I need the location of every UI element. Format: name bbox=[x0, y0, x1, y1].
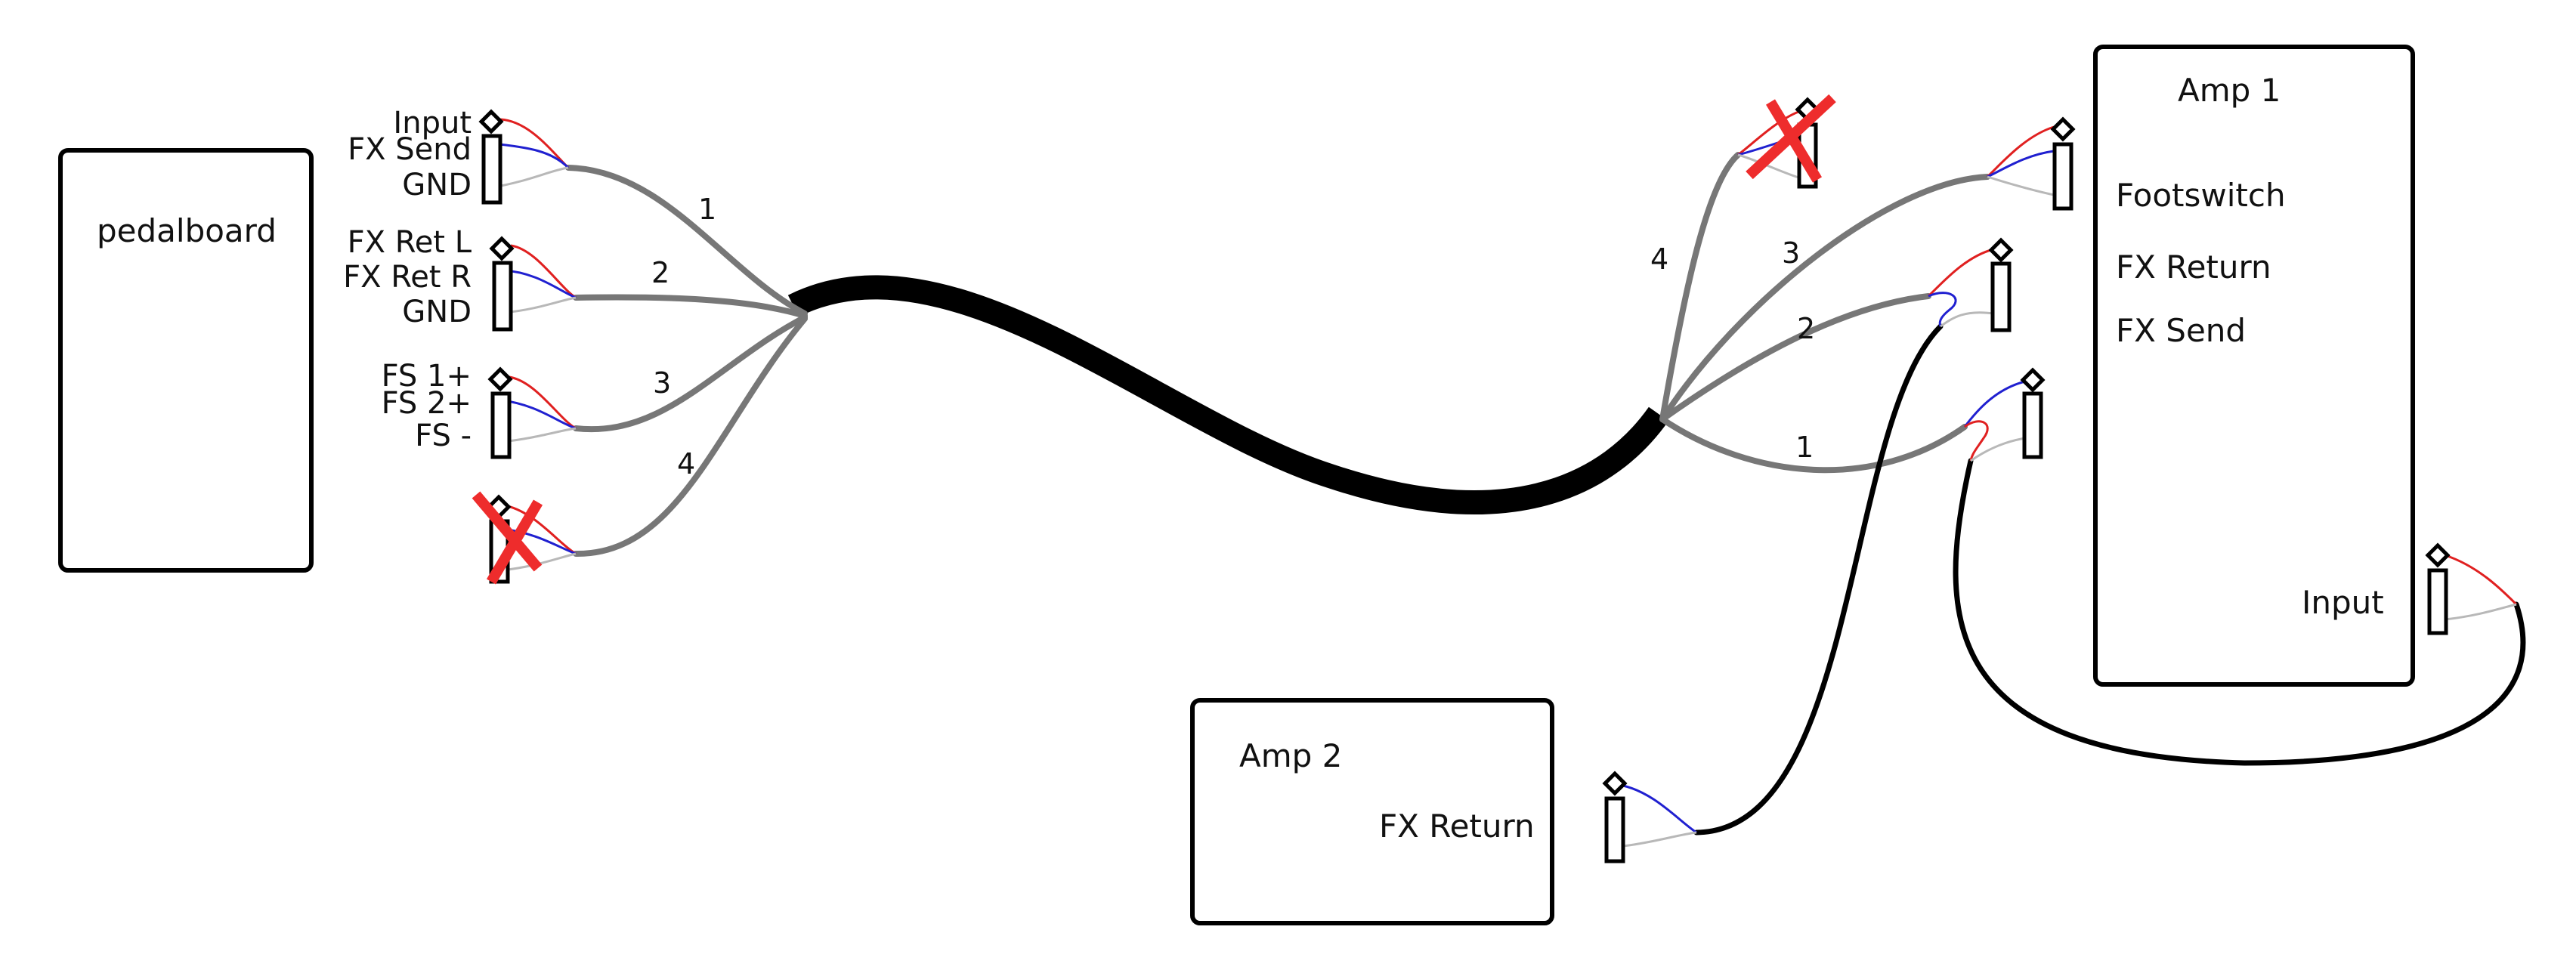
pedalboard-label: pedalboard bbox=[97, 212, 277, 249]
patch-cable-amp1-input bbox=[1953, 458, 2526, 766]
trunk-cable bbox=[787, 275, 1669, 514]
right-cable-number-2: 2 bbox=[1797, 312, 1815, 345]
left-jack-2 bbox=[489, 236, 577, 332]
left-branch-1 bbox=[565, 165, 808, 317]
pedalboard-box bbox=[58, 148, 314, 573]
right-branch-2 bbox=[1659, 293, 1931, 422]
red-x-icon bbox=[1746, 94, 1836, 183]
right-branch-4 bbox=[1659, 152, 1741, 422]
left-branch-cables bbox=[565, 165, 808, 558]
jack1-tip-label: Input bbox=[393, 106, 472, 141]
amp1-fx-return-label: FX Return bbox=[2116, 249, 2271, 286]
red-x-icon bbox=[472, 491, 543, 585]
left-jack-1 bbox=[478, 109, 570, 205]
right-cable-number-4: 4 bbox=[1650, 242, 1668, 276]
right-branch-1 bbox=[1659, 416, 1968, 474]
jack2-ring-label: FX Ret R bbox=[343, 260, 472, 295]
left-cable-number-2: 2 bbox=[651, 256, 670, 289]
amp2-box bbox=[1190, 698, 1554, 925]
right-jack-fx-send bbox=[1963, 367, 2046, 462]
jack3-ring-label: FS 2+ bbox=[382, 386, 472, 421]
left-jack-3 bbox=[487, 366, 577, 459]
left-branch-4 bbox=[573, 316, 808, 558]
jack2-sleeve-label: GND bbox=[402, 295, 472, 329]
left-cable-number-3: 3 bbox=[653, 366, 671, 400]
amp1-fx-send-label: FX Send bbox=[2116, 312, 2246, 349]
right-branch-3 bbox=[1659, 174, 1990, 422]
jack1-ring-label: FX Send bbox=[348, 132, 472, 167]
right-cable-number-3: 3 bbox=[1782, 236, 1800, 270]
left-branch-3 bbox=[573, 314, 808, 433]
jack2-tip-label: FX Ret L bbox=[348, 225, 472, 260]
jack3-tip-label: FS 1+ bbox=[382, 359, 472, 394]
right-cable-number-1: 1 bbox=[1795, 431, 1814, 464]
jack1-sleeve-label: GND bbox=[402, 168, 472, 202]
left-branch-2 bbox=[573, 294, 808, 319]
patch-cable-amp2-return bbox=[1693, 323, 1944, 836]
amp2-fx-return-jack bbox=[1602, 771, 1697, 863]
amp1-footswitch-label: Footswitch bbox=[2116, 177, 2286, 214]
right-jack-fx-return bbox=[1927, 237, 2014, 332]
amp1-box bbox=[2093, 45, 2415, 687]
left-cable-number-1: 1 bbox=[698, 193, 716, 226]
right-branch-cables bbox=[1659, 152, 1990, 474]
amp2-fx-return-label: FX Return bbox=[1379, 808, 1535, 845]
jack3-sleeve-label: FS - bbox=[415, 419, 472, 453]
amp1-input-jack bbox=[2425, 542, 2518, 635]
amp1-label: Amp 1 bbox=[2178, 72, 2281, 109]
amp2-label: Amp 2 bbox=[1239, 737, 1342, 774]
right-jack-footswitch bbox=[1986, 116, 2076, 211]
amp1-input-label: Input bbox=[2302, 584, 2384, 621]
left-cable-number-4: 4 bbox=[677, 447, 695, 480]
